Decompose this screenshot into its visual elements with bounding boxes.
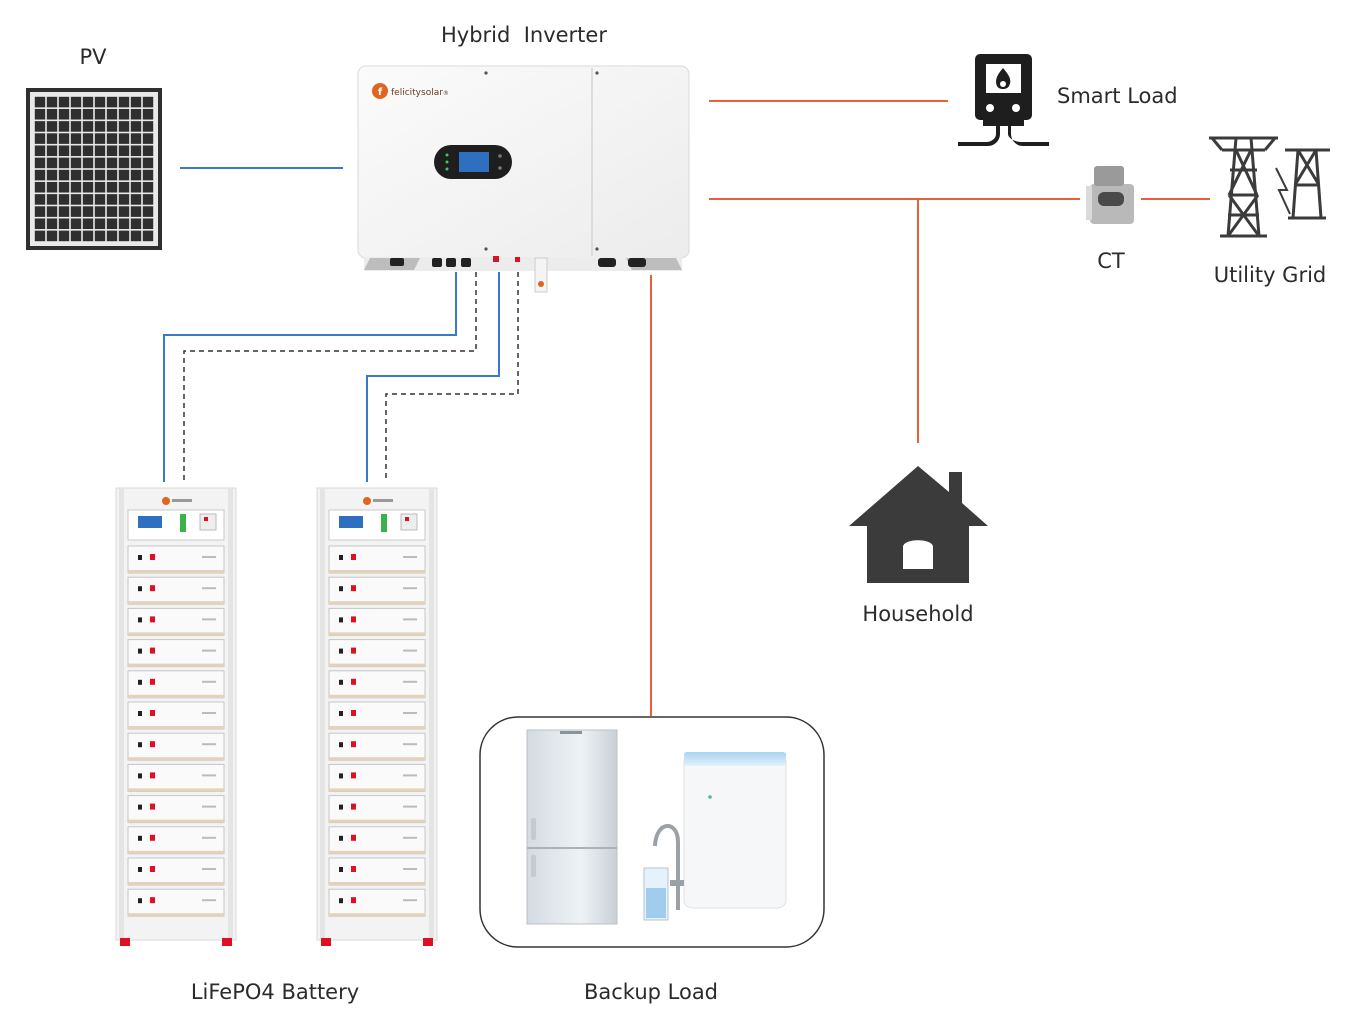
smart-load-label: Smart Load xyxy=(1057,84,1178,108)
solar-panel-icon xyxy=(26,88,162,250)
battery-rack-1 xyxy=(115,487,237,946)
battery-label: LiFePO4 Battery xyxy=(191,980,359,1004)
transmission-tower-icon xyxy=(1209,136,1330,238)
connection-lines xyxy=(163,100,1210,716)
battery-2-comm-line xyxy=(385,272,519,482)
ct-label: CT xyxy=(1097,249,1125,273)
refrigerator-icon xyxy=(526,729,618,925)
inverter-label: Hybrid Inverter xyxy=(441,23,607,47)
smart-load-meter-icon xyxy=(958,54,1049,146)
battery-1-dc-line xyxy=(163,272,457,482)
battery-2-dc-line xyxy=(366,272,500,482)
pv-label: PV xyxy=(79,45,107,69)
battery-1-comm-line xyxy=(183,272,477,482)
utility-grid-label: Utility Grid xyxy=(1214,263,1327,287)
hybrid-inverter-icon: f felicitysolar® xyxy=(357,65,690,293)
svg-text:f: f xyxy=(378,87,383,98)
backup-load-label: Backup Load xyxy=(584,980,718,1004)
water-purifier-icon xyxy=(643,752,787,921)
household-label: Household xyxy=(862,602,973,626)
battery-rack-2 xyxy=(316,487,438,946)
brand-logo: f felicitysolar® xyxy=(372,83,449,99)
ct-clamp-icon xyxy=(1086,166,1134,224)
house-icon xyxy=(849,466,988,583)
svg-text:felicitysolar®: felicitysolar® xyxy=(391,88,449,98)
